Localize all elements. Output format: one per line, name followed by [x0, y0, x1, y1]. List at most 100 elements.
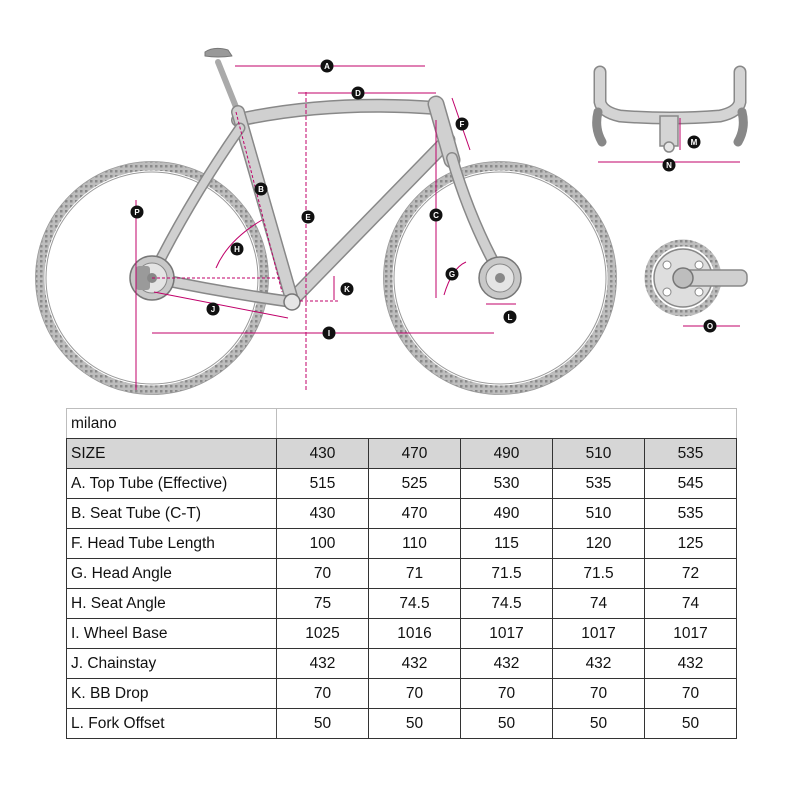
svg-text:I: I: [328, 329, 330, 338]
table-cell: 430: [276, 498, 369, 529]
table-cell: 535: [644, 498, 737, 529]
table-cell: 432: [276, 648, 369, 679]
row-label: L. Fork Offset: [66, 708, 277, 739]
marker-f: F: [455, 117, 469, 131]
marker-l: L: [503, 310, 517, 324]
size-label: SIZE: [66, 438, 277, 469]
marker-h: H: [230, 242, 244, 256]
table-cell: 120: [552, 528, 645, 559]
bottom-bracket: [283, 293, 301, 311]
front-disc-brake: [478, 256, 522, 300]
table-cell: 432: [460, 648, 553, 679]
front-wheel: [383, 161, 617, 395]
svg-text:L: L: [508, 313, 513, 322]
handlebar-view: [592, 65, 748, 153]
svg-text:D: D: [355, 89, 361, 98]
model-blank-cell: [276, 408, 737, 439]
table-cell: 432: [552, 648, 645, 679]
table-cell: 1017: [644, 618, 737, 649]
svg-text:P: P: [134, 208, 140, 217]
marker-m: M: [687, 135, 701, 149]
table-cell: 74: [552, 588, 645, 619]
table-cell: 535: [552, 468, 645, 499]
svg-text:M: M: [691, 138, 698, 147]
row-label: B. Seat Tube (C-T): [66, 498, 277, 529]
table-cell: 1017: [552, 618, 645, 649]
model-name: milano: [66, 408, 277, 439]
table-cell: 70: [276, 558, 369, 589]
table-cell: 74: [644, 588, 737, 619]
table-cell: 530: [460, 468, 553, 499]
row-label: J. Chainstay: [66, 648, 277, 679]
table-cell: 50: [276, 708, 369, 739]
table-cell: 50: [368, 708, 461, 739]
table-cell: 110: [368, 528, 461, 559]
table-cell: 70: [368, 678, 461, 709]
table-cell: 71: [368, 558, 461, 589]
svg-text:J: J: [211, 305, 215, 314]
marker-i: I: [322, 326, 336, 340]
crankset-view: [644, 239, 748, 317]
size-header-cell: 510: [552, 438, 645, 469]
table-cell: 125: [644, 528, 737, 559]
saddle: [204, 47, 233, 58]
table-cell: 70: [460, 678, 553, 709]
table-cell: 70: [644, 678, 737, 709]
table-cell: 50: [644, 708, 737, 739]
table-cell: 432: [368, 648, 461, 679]
table-cell: 1017: [460, 618, 553, 649]
table-cell: 1025: [276, 618, 369, 649]
size-header-cell: 430: [276, 438, 369, 469]
table-cell: 432: [644, 648, 737, 679]
marker-c: C: [429, 208, 443, 222]
table-cell: 50: [460, 708, 553, 739]
svg-text:O: O: [707, 322, 713, 331]
svg-text:F: F: [460, 120, 465, 129]
table-cell: 115: [460, 528, 553, 559]
marker-e: E: [301, 210, 315, 224]
row-label: K. BB Drop: [66, 678, 277, 709]
table-cell: 545: [644, 468, 737, 499]
svg-text:H: H: [234, 245, 240, 254]
marker-g: G: [445, 267, 459, 281]
svg-text:E: E: [305, 213, 311, 222]
row-label: H. Seat Angle: [66, 588, 277, 619]
marker-j: J: [206, 302, 220, 316]
size-header-cell: 470: [368, 438, 461, 469]
svg-text:G: G: [449, 270, 455, 279]
svg-text:N: N: [666, 161, 672, 170]
table-cell: 72: [644, 558, 737, 589]
table-cell: 74.5: [368, 588, 461, 619]
marker-n: N: [662, 158, 676, 172]
row-label: F. Head Tube Length: [66, 528, 277, 559]
row-label: G. Head Angle: [66, 558, 277, 589]
size-header-cell: 535: [644, 438, 737, 469]
marker-o: O: [703, 319, 717, 333]
svg-text:C: C: [433, 211, 439, 220]
table-cell: 70: [552, 678, 645, 709]
seat-post: [215, 59, 241, 115]
table-cell: 71.5: [460, 558, 553, 589]
table-cell: 75: [276, 588, 369, 619]
table-cell: 74.5: [460, 588, 553, 619]
table-cell: 71.5: [552, 558, 645, 589]
table-cell: 525: [368, 468, 461, 499]
table-cell: 490: [460, 498, 553, 529]
table-cell: 515: [276, 468, 369, 499]
row-label: I. Wheel Base: [66, 618, 277, 649]
table-cell: 1016: [368, 618, 461, 649]
table-cell: 510: [552, 498, 645, 529]
table-cell: 470: [368, 498, 461, 529]
